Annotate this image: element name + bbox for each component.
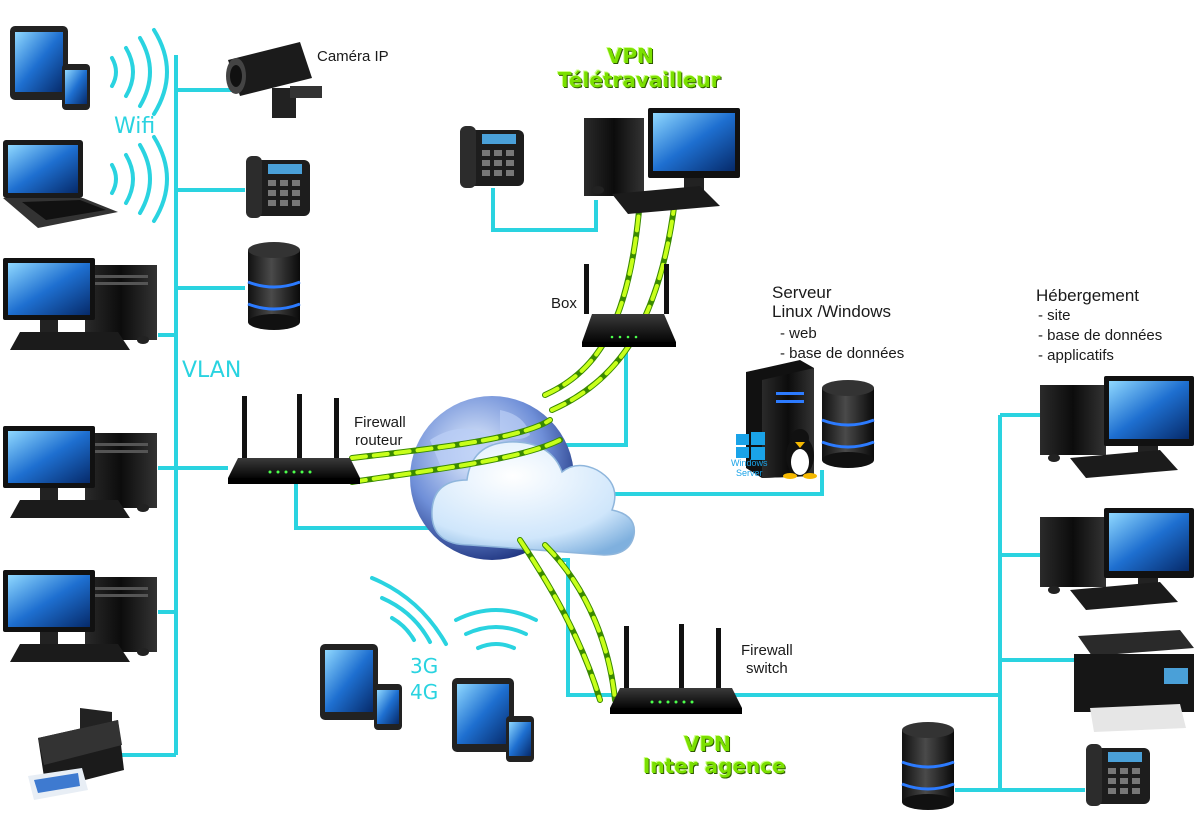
mobile-signal-icon (370, 576, 538, 650)
tablet-icon (10, 26, 90, 110)
server-service-item: - base de données (780, 345, 905, 362)
desktop-computer-icon (3, 426, 157, 518)
ip-phone-icon (246, 156, 310, 218)
wifi-label: Wifi (114, 114, 156, 139)
database-icon (820, 378, 876, 470)
firewall-switch-label-line1: Firewall (741, 642, 793, 659)
windows-server-label-line1: Windows (731, 458, 768, 468)
internet-box-icon (582, 264, 676, 347)
ip-phone-icon (460, 126, 524, 188)
desktop-computer-icon (3, 258, 157, 350)
tablet-icon (452, 678, 534, 762)
multifunction-printer-icon (1074, 630, 1194, 732)
server-service-item: - web (780, 325, 817, 342)
server-title-line1: Serveur (772, 283, 832, 302)
firewall-router-label-line1: Firewall (354, 414, 406, 431)
box-label: Box (551, 295, 577, 312)
mobile-3g-label: 3G (410, 654, 439, 678)
desktop-computer-icon (3, 570, 157, 662)
linux-tux-icon (783, 429, 817, 479)
desktop-computer-icon (1040, 376, 1194, 478)
server-service-list: - web - base de données (780, 324, 904, 364)
hosting-service-item: - base de données (1038, 327, 1163, 344)
vpn-remote-subtitle: Télétravailleur (558, 68, 721, 92)
mobile-4g-label: 4G (410, 680, 439, 704)
wifi-signal-icon (110, 28, 169, 223)
ip-phone-icon (1086, 744, 1150, 806)
vpn-branch-title: VPN (684, 732, 731, 756)
vlan-label: VLAN (182, 358, 242, 383)
hosting-title: Hébergement (1036, 286, 1140, 305)
vpn-remote-title: VPN (607, 44, 654, 68)
firewall-router-icon (228, 394, 360, 484)
camera-label: Caméra IP (317, 48, 389, 65)
desktop-computer-icon (1040, 508, 1194, 610)
hosting-service-item: - site (1038, 307, 1071, 324)
laptop-icon (3, 140, 118, 228)
windows-logo-icon (736, 432, 765, 460)
firewall-switch-icon (610, 624, 742, 714)
vpn-branch-subtitle: Inter agence (643, 754, 786, 778)
tablet-icon (320, 644, 402, 730)
database-icon (900, 720, 956, 812)
windows-server-label-line2: Server (736, 468, 763, 478)
remote-desktop-computer-icon (584, 108, 740, 214)
hosting-service-item: - applicatifs (1038, 347, 1114, 364)
firewall-router-label-line2: routeur (355, 432, 403, 449)
ip-camera-icon (226, 42, 322, 118)
cloud-icon (431, 441, 636, 556)
firewall-switch-label-line2: switch (746, 660, 788, 677)
hosting-service-list: - site - base de données - applicatifs (1038, 306, 1162, 366)
server-title-line2: Linux /Windows (772, 302, 892, 321)
printer-icon (28, 708, 124, 800)
database-icon (247, 242, 301, 330)
